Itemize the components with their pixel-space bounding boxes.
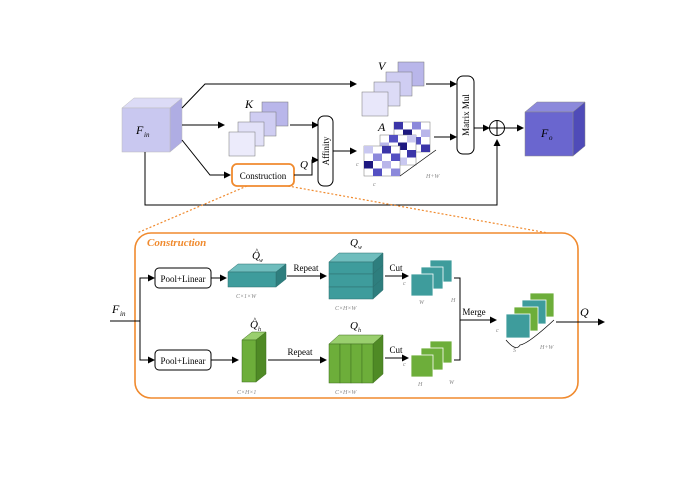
f-o-sub: o [549, 134, 553, 142]
qw-hat-slab [227, 263, 287, 288]
arrow-q-to-affinity [294, 156, 319, 176]
qw-hat-sub: w [259, 258, 263, 264]
f-in-cube [121, 97, 183, 153]
qh-label: Q [350, 320, 358, 332]
cut-top-label: Cut [389, 263, 403, 273]
pool-linear-top-label: Pool+Linear [160, 274, 205, 284]
q-out-label: Q [580, 305, 589, 319]
cut-bottom-maps [410, 340, 453, 378]
k-label: K [244, 97, 254, 111]
cut-top-w: W [419, 300, 425, 306]
qh-sub: h [358, 328, 361, 334]
dim-chw-bottom: C×H×W [335, 390, 357, 396]
zoom-line-right [287, 185, 549, 234]
q-top-label: Q [300, 159, 308, 171]
qh-hat-column [241, 331, 267, 383]
repeat-bottom-label: Repeat [288, 347, 313, 357]
cut-top-h: H [450, 298, 456, 304]
merge-label: Merge [462, 307, 485, 317]
affinity-label: Affinity [321, 136, 331, 165]
merge-s: S [513, 348, 516, 354]
a-dim-c1: c [356, 162, 359, 168]
f-in-bottom-label: F [111, 302, 120, 316]
dim-ch1: C×H×1 [237, 390, 256, 396]
construction-box-label: Construction [240, 171, 287, 181]
f-in-bottom-sub: in [120, 310, 126, 318]
pool-linear-bottom-label: Pool+Linear [160, 356, 205, 366]
qh-hat-sub: h [258, 327, 261, 333]
dim-c1w: C×1×W [236, 294, 257, 300]
merge-c: c [496, 328, 499, 334]
cut-bot-h: H [417, 382, 423, 388]
merge-hw: H+W [539, 345, 554, 351]
f-in-top-sub: in [144, 131, 150, 139]
construction-panel [134, 232, 579, 399]
qw-hat-label: Q [252, 250, 260, 262]
repeat-top-label: Repeat [294, 263, 319, 273]
add-icon [489, 120, 505, 136]
cut-bot-c: c [403, 362, 406, 368]
cut-bot-w: W [449, 380, 455, 386]
cut-top-c: c [403, 281, 406, 287]
qw-label: Q [350, 237, 358, 249]
a-dim-hw: H+W [425, 174, 440, 180]
a-matrix-stack [363, 121, 437, 177]
merge-lines [454, 277, 494, 361]
f-o-cube [524, 101, 586, 157]
matrix-mul-label: Matrix Mul [461, 94, 471, 136]
cut-bottom-label: Cut [389, 345, 403, 355]
k-feature-maps [228, 101, 289, 157]
merged-maps [505, 292, 555, 348]
svg-text:^: ^ [255, 247, 259, 256]
input-split-line [110, 277, 152, 361]
qh-cube [328, 334, 384, 384]
f-o-label: F [540, 126, 549, 140]
a-label: A [377, 120, 386, 134]
v-feature-maps [361, 61, 425, 117]
svg-text:^: ^ [253, 316, 257, 325]
cut-top-maps [410, 259, 453, 297]
dim-chw-top: C×H×W [335, 306, 357, 312]
residual-arrow [144, 139, 501, 206]
v-label: V [378, 59, 387, 73]
a-dim-c2: c [373, 182, 376, 188]
qw-sub: w [358, 245, 362, 251]
qh-hat-label: Q [250, 319, 258, 331]
f-in-top-label: F [135, 123, 144, 137]
zoom-line-left [136, 185, 248, 234]
arrow-to-v [181, 80, 357, 109]
arrow-to-construction [181, 139, 231, 179]
construction-title: Construction [147, 237, 206, 249]
qw-cube [328, 252, 384, 300]
matrix-mul-box[interactable] [456, 75, 475, 155]
